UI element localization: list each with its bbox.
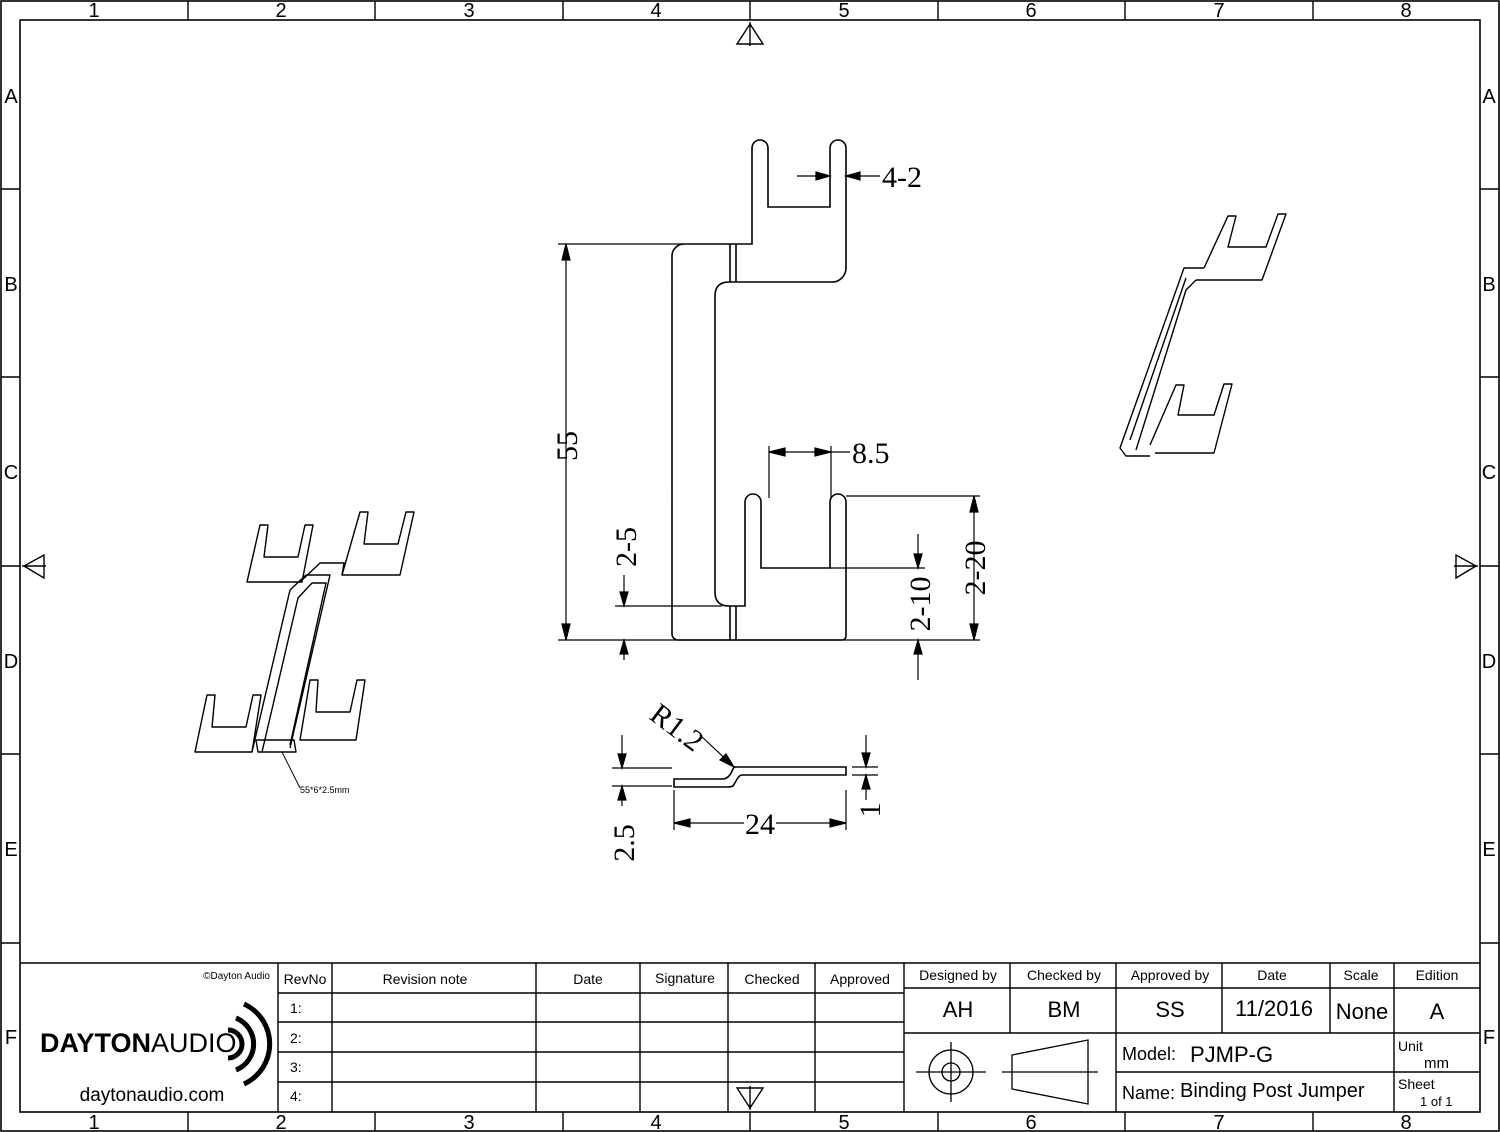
col-label: 3 <box>463 1112 474 1132</box>
revision-table: RevNo Revision note Date Signature Check… <box>284 970 890 1104</box>
center-mark-bottom-icon <box>735 1086 765 1110</box>
col-label: 3 <box>463 0 474 22</box>
col-label: 4 <box>650 0 661 22</box>
dim-1-label: 1 <box>854 803 887 818</box>
col-label: 8 <box>1400 1112 1411 1132</box>
dim-24-label: 24 <box>745 808 775 841</box>
rev-row-label: 3: <box>290 1059 302 1075</box>
rev-header: Signature <box>655 970 715 986</box>
model-value: PJMP-G <box>1190 1042 1273 1067</box>
rev-row-label: 4: <box>290 1088 302 1104</box>
center-mark-right-icon <box>1454 553 1478 580</box>
row-label: C <box>4 462 18 484</box>
col-label: 1 <box>88 1112 99 1132</box>
sheet-value: 1 of 1 <box>1420 1094 1453 1109</box>
center-mark-left-icon <box>22 553 46 580</box>
copyright-text: ©Dayton Audio <box>203 971 270 982</box>
checked-by-value: BM <box>1048 997 1081 1022</box>
row-label: A <box>4 86 18 108</box>
rev-row-label: 1: <box>290 1000 302 1016</box>
title-block-logo: ©Dayton Audio DAYTONAUDIO daytonaudio.co… <box>40 971 273 1106</box>
name-label: Name: <box>1122 1083 1175 1103</box>
website-text: daytonaudio.com <box>80 1085 225 1106</box>
sheet-label: Sheet <box>1398 1076 1435 1092</box>
row-label: B <box>1482 274 1495 296</box>
model-name-block: Model: PJMP-G Name: Binding Post Jumper … <box>1122 1038 1453 1109</box>
col-label: 1 <box>88 0 99 22</box>
col-label: 2 <box>275 1112 286 1132</box>
projection-symbol-icon <box>916 1039 1098 1105</box>
row-label: A <box>1482 86 1496 108</box>
scale-value: None <box>1336 999 1389 1024</box>
row-label: D <box>1482 651 1496 673</box>
row-label: E <box>1482 839 1495 861</box>
side-view-dimensions <box>612 734 878 830</box>
col-label: 7 <box>1213 1112 1224 1132</box>
col-label: 5 <box>838 1112 849 1132</box>
col-label: 6 <box>1025 1112 1036 1132</box>
date-value: 11/2016 <box>1235 996 1313 1021</box>
designed-by-value: AH <box>943 997 974 1022</box>
rev-header: Checked <box>744 971 799 987</box>
dim-8-5-label: 8.5 <box>852 437 890 470</box>
rev-header: Approved <box>830 971 890 987</box>
row-label: D <box>4 651 18 673</box>
info-header: Scale <box>1343 967 1378 983</box>
model-label: Model: <box>1122 1044 1176 1064</box>
dim-55-label: 55 <box>551 431 584 461</box>
title-block <box>20 962 1480 1112</box>
unit-value: mm <box>1424 1055 1449 1072</box>
col-label: 8 <box>1400 0 1411 22</box>
dim-2-20-label: 2-20 <box>959 541 992 596</box>
col-label: 7 <box>1213 0 1224 22</box>
rev-row-label: 2: <box>290 1030 302 1046</box>
row-label: C <box>1482 462 1496 484</box>
row-label: F <box>5 1027 17 1049</box>
info-header: Edition <box>1416 967 1459 983</box>
front-view <box>671 139 847 641</box>
row-label: E <box>4 839 17 861</box>
side-view-dimension-text: R1.2 24 2.5 1 <box>608 697 887 862</box>
iso-size-label: 55*6*2.5mm <box>300 785 350 795</box>
row-label: B <box>4 274 17 296</box>
rev-header: RevNo <box>284 971 327 987</box>
side-view <box>673 766 847 788</box>
unit-label: Unit <box>1398 1038 1423 1054</box>
info-header: Designed by <box>919 967 997 983</box>
front-view-dimensions <box>558 171 980 680</box>
dim-2-5-label: 2-5 <box>610 527 643 567</box>
centering-marks <box>22 22 1478 1110</box>
center-mark-top-icon <box>735 22 765 46</box>
col-label: 6 <box>1025 0 1036 22</box>
dim-r1-2-label: R1.2 <box>644 697 710 758</box>
row-label: F <box>1483 1027 1495 1049</box>
sound-wave-logo-icon <box>227 1001 273 1087</box>
info-header: Date <box>1257 967 1287 983</box>
approved-by-value: SS <box>1155 997 1184 1022</box>
info-header: Approved by <box>1131 967 1210 983</box>
rev-header: Revision note <box>383 971 468 987</box>
edition-value: A <box>1430 999 1445 1024</box>
rev-header: Date <box>573 971 603 987</box>
dim-4-2-label: 4-2 <box>882 161 922 194</box>
dim-2-5-side-label: 2.5 <box>608 824 641 862</box>
col-label: 2 <box>275 0 286 22</box>
name-value: Binding Post Jumper <box>1180 1080 1365 1102</box>
dim-2-10-label: 2-10 <box>904 577 937 632</box>
isometric-view-left <box>194 511 415 789</box>
zone-labels: 1 2 3 4 5 6 7 8 1 2 3 4 5 6 7 8 A B C D … <box>4 0 1497 1132</box>
col-label: 5 <box>838 0 849 22</box>
col-label: 4 <box>650 1112 661 1132</box>
isometric-view-right <box>1119 213 1287 457</box>
info-header: Checked by <box>1027 967 1101 983</box>
front-view-dimension-text: 4-2 8.5 55 2-5 2-10 2-20 <box>551 161 992 632</box>
company-logo-text: DAYTONAUDIO <box>40 1028 237 1058</box>
info-table: Designed by Checked by Approved by Date … <box>919 967 1458 1024</box>
